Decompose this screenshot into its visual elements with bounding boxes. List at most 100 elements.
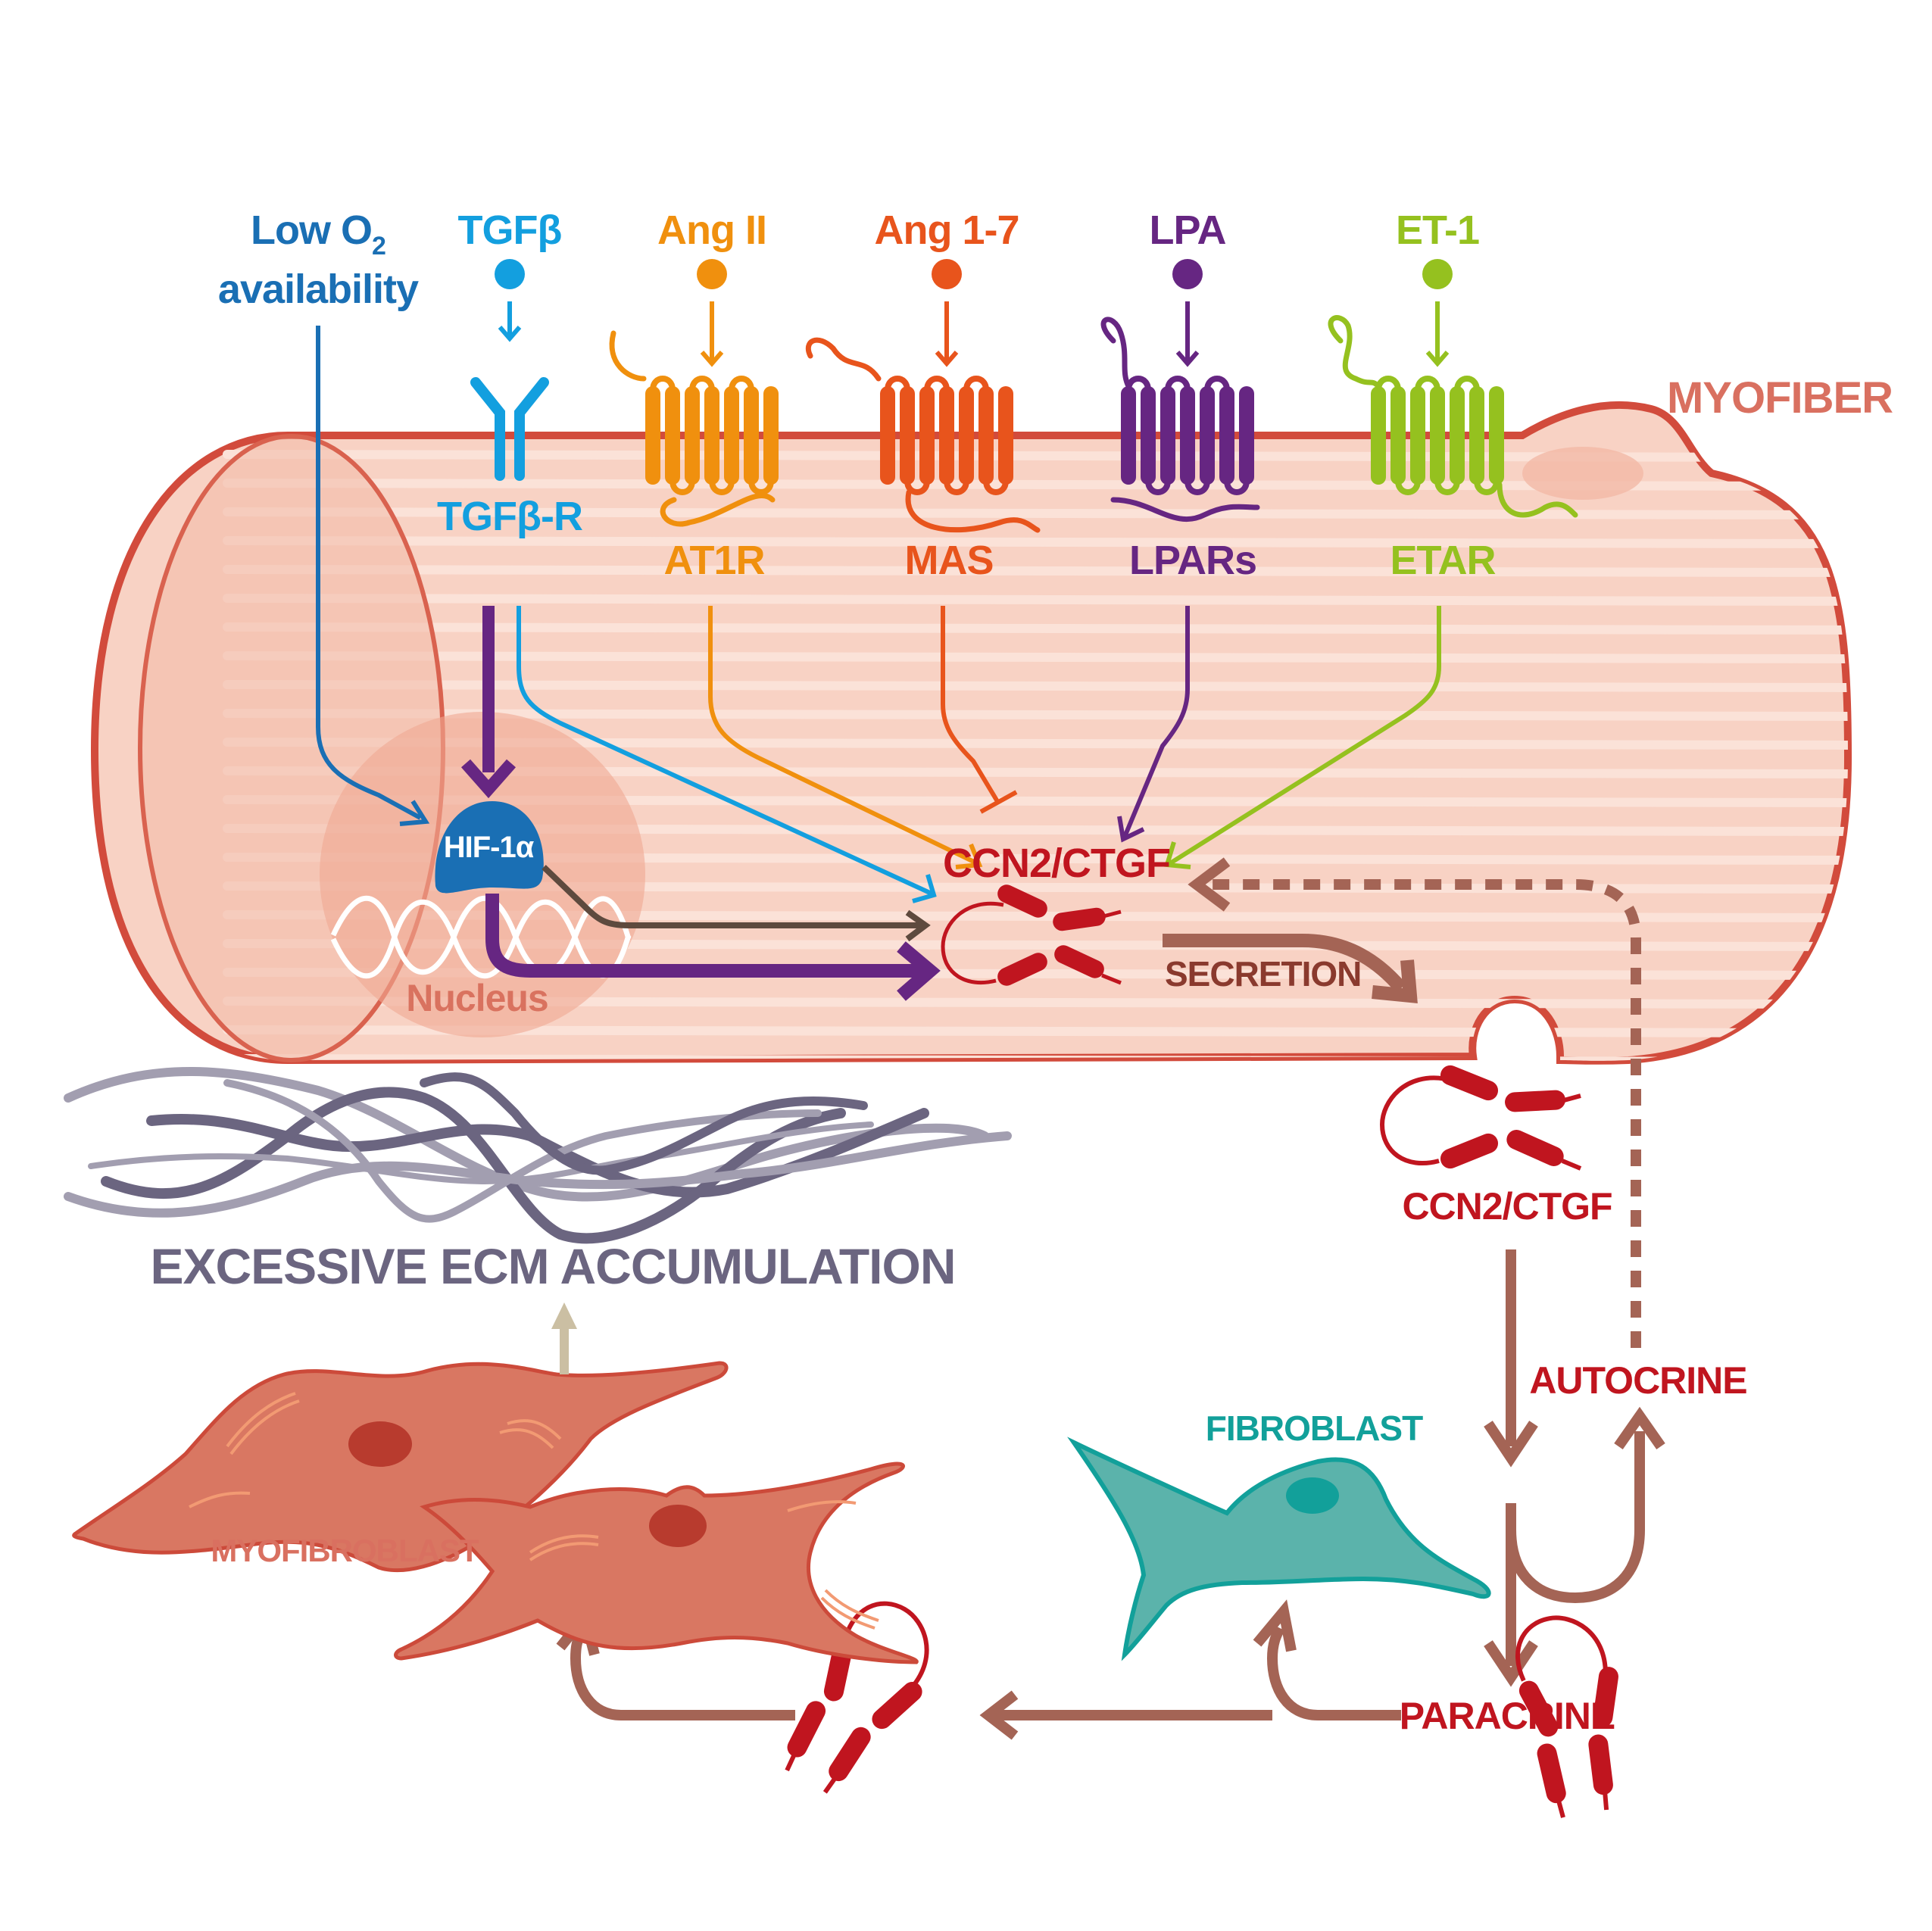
transmembrane-helix bbox=[645, 386, 660, 485]
receptor-tail bbox=[660, 493, 776, 527]
loop bbox=[1474, 480, 1500, 495]
ccn2-protein-icon-paracrine bbox=[1515, 1615, 1618, 1818]
receptor-tail bbox=[1110, 497, 1260, 522]
ecm-label: EXCESSIVE ECM ACCUMULATION bbox=[150, 1238, 955, 1294]
transmembrane-helix bbox=[959, 386, 974, 485]
transmembrane-helix bbox=[724, 386, 739, 485]
svg-text:Ang II: Ang II bbox=[657, 207, 766, 253]
arrow-autocrine-uturn bbox=[1506, 1431, 1645, 1604]
loop bbox=[1415, 376, 1440, 391]
loop bbox=[1375, 376, 1401, 391]
ccn2-outside-label: CCN2/CTGF bbox=[1402, 1185, 1612, 1228]
ecm-fibers bbox=[64, 1067, 1012, 1244]
tgfb-arrow bbox=[498, 301, 522, 342]
transmembrane-helix bbox=[1200, 386, 1215, 485]
transmembrane-helix bbox=[763, 386, 779, 485]
loop bbox=[983, 480, 1009, 495]
loop bbox=[1145, 480, 1171, 495]
svg-text:availability: availability bbox=[218, 267, 419, 312]
transmembrane-helix bbox=[1160, 386, 1175, 485]
loop bbox=[669, 480, 695, 495]
receptor-tail bbox=[1100, 317, 1131, 389]
loop bbox=[1434, 480, 1460, 495]
loop bbox=[1165, 376, 1191, 391]
ang17-ligand-icon bbox=[932, 259, 962, 289]
loop bbox=[1395, 480, 1421, 495]
receptor-tail bbox=[609, 330, 647, 382]
at1r-receptor-icon bbox=[609, 330, 779, 527]
ligand-tgfb: TGFβ TGFβ-R bbox=[437, 207, 583, 539]
inhibit-mas-to-ccn2 bbox=[941, 606, 1000, 804]
autocrine-label: AUTOCRINE bbox=[1529, 1359, 1746, 1402]
myofibroblast-label: MYOFIBROBLAST bbox=[211, 1533, 479, 1568]
transmembrane-helix bbox=[1180, 386, 1195, 485]
svg-text:ET-1: ET-1 bbox=[1396, 207, 1479, 253]
lpars-receptor-icon bbox=[1100, 317, 1260, 522]
loop bbox=[885, 376, 910, 391]
loop bbox=[1454, 376, 1480, 391]
transmembrane-helix bbox=[1450, 386, 1465, 485]
transmembrane-helix bbox=[1430, 386, 1445, 485]
striation-line bbox=[223, 651, 1848, 663]
et1-ligand-icon bbox=[1422, 259, 1453, 289]
striation-line bbox=[223, 536, 1848, 548]
transmembrane-helix bbox=[1141, 386, 1156, 485]
arrow-autocrine-dashed bbox=[1204, 879, 1641, 1348]
svg-text:TGFβ-R: TGFβ-R bbox=[437, 494, 582, 539]
transmembrane-helix bbox=[1390, 386, 1406, 485]
loop bbox=[1184, 480, 1210, 495]
transmembrane-helix bbox=[919, 386, 935, 485]
myofiber-label: MYOFIBER bbox=[1667, 373, 1893, 423]
svg-text:Low O2: Low O2 bbox=[251, 207, 385, 260]
svg-text:HIF-1α: HIF-1α bbox=[444, 831, 535, 864]
paracrine-label: PARACRINE bbox=[1400, 1695, 1615, 1737]
loop bbox=[709, 480, 735, 495]
ccn2-inside-label: CCN2/CTGF bbox=[943, 841, 1170, 886]
striation-line bbox=[223, 680, 1848, 692]
ccn2-protein-icon-inside bbox=[941, 884, 1122, 986]
svg-text:MAS: MAS bbox=[905, 538, 994, 583]
myofiber bbox=[90, 401, 1852, 1065]
striation-line bbox=[223, 594, 1848, 606]
myofiber-bulge bbox=[1522, 447, 1643, 500]
arrow-hif-to-ccn2-thin bbox=[542, 865, 922, 928]
mas-receptor-icon bbox=[805, 337, 1041, 533]
transmembrane-helix bbox=[665, 386, 680, 485]
tgfb-ligand-icon bbox=[495, 259, 525, 289]
transmembrane-helix bbox=[1239, 386, 1254, 485]
arrow-tgfbr-to-ccn2 bbox=[517, 606, 933, 896]
ccn2-protein-icon-left bbox=[785, 1601, 929, 1794]
striation-line bbox=[223, 622, 1848, 635]
transmembrane-helix bbox=[900, 386, 915, 485]
myofibroblast-2 bbox=[394, 1462, 919, 1664]
ligand-ang17: Ang 1-7 MAS bbox=[874, 207, 1019, 583]
svg-text:LPA: LPA bbox=[1150, 207, 1226, 253]
transmembrane-helix bbox=[744, 386, 759, 485]
loop bbox=[1204, 376, 1230, 391]
arrow-secretion bbox=[1163, 934, 1406, 993]
svg-text:TGFβ: TGFβ bbox=[458, 207, 562, 253]
ligand-et1: ET-1 ETAR bbox=[1390, 207, 1497, 583]
arrow-etar-to-ccn2 bbox=[1169, 606, 1441, 866]
arrow-hif-to-ccn2-thick bbox=[485, 894, 920, 978]
loop bbox=[748, 480, 774, 495]
receptor-tail bbox=[805, 337, 882, 382]
myofibroblast-2-nucleus bbox=[649, 1505, 707, 1547]
transmembrane-helix bbox=[1371, 386, 1386, 485]
receptor-tail bbox=[1497, 482, 1578, 518]
nucleus-label: Nucleus bbox=[406, 977, 548, 1019]
arrow-lpars-to-ccn2 bbox=[1122, 606, 1190, 838]
fibroblast bbox=[1067, 1437, 1491, 1661]
loop bbox=[904, 480, 930, 495]
loop bbox=[963, 376, 989, 391]
receptor-tail bbox=[905, 489, 1041, 533]
myofibroblast-1 bbox=[72, 1361, 729, 1573]
hif-1a: HIF-1α Nucleus bbox=[330, 801, 632, 1019]
transmembrane-helix bbox=[998, 386, 1013, 485]
transmembrane-helix bbox=[685, 386, 700, 485]
loop bbox=[650, 376, 676, 391]
loop bbox=[1125, 376, 1151, 391]
arrow-at1r-to-ccn2 bbox=[708, 606, 978, 866]
tgfb-receptor-icon bbox=[470, 377, 549, 481]
